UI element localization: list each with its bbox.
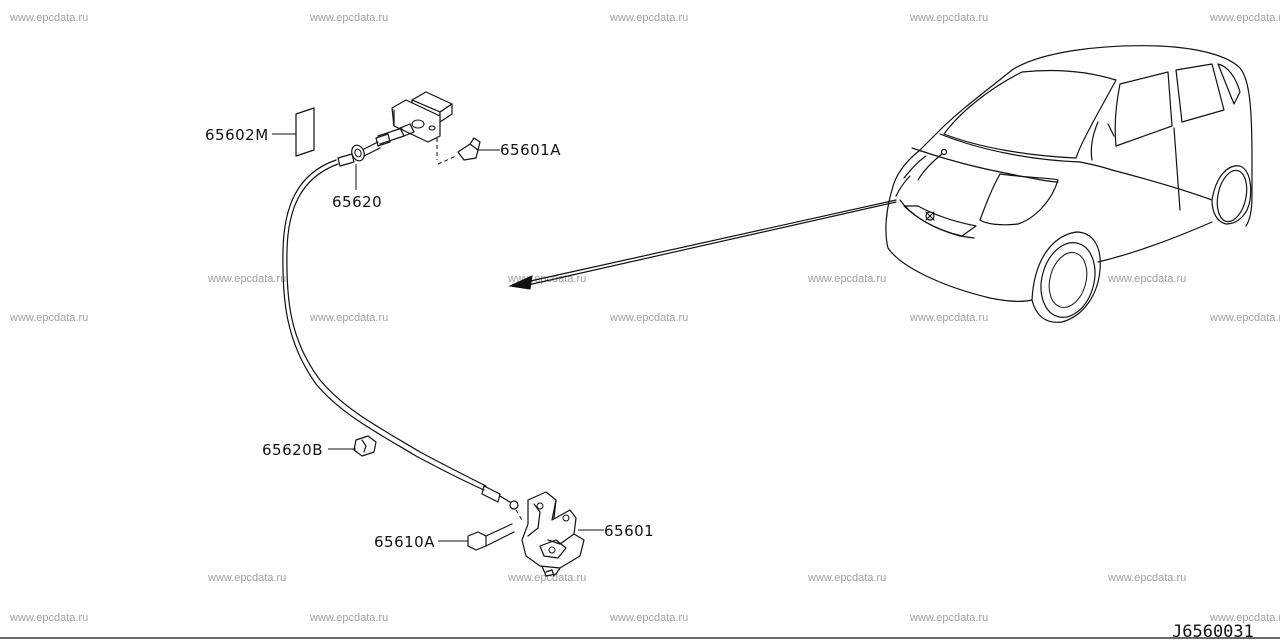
location-arrow (508, 199, 897, 290)
watermark: www.epcdata.ru (909, 312, 988, 324)
vehicle-outline (885, 45, 1253, 323)
watermark: www.epcdata.ru (909, 12, 988, 24)
watermark: www.epcdata.ru (309, 312, 388, 324)
watermark: www.epcdata.ru (807, 273, 886, 285)
cable-end-65620: 65620 (332, 141, 382, 211)
watermark: www.epcdata.ru (1107, 572, 1186, 584)
part-label-65620: 65620 (332, 193, 382, 211)
clamp-65620b: 65620B (262, 435, 377, 459)
part-label-65602m: 65602M (205, 126, 269, 144)
watermark: www.epcdata.ru (1209, 612, 1280, 624)
bolt-65610a: 65610A (374, 523, 515, 551)
watermark: www.epcdata.ru (909, 612, 988, 624)
watermark: www.epcdata.ru (309, 12, 388, 24)
hood-release-cable (282, 159, 523, 521)
watermark: www.epcdata.ru (609, 612, 688, 624)
watermark: www.epcdata.ru (1107, 273, 1186, 285)
diagram-code: J6560031 (1172, 622, 1254, 640)
watermark: www.epcdata.ru (9, 312, 88, 324)
watermark: www.epcdata.ru (309, 612, 388, 624)
watermark: www.epcdata.ru (1209, 312, 1280, 324)
watermark: www.epcdata.ru (507, 572, 586, 584)
part-label-65620b: 65620B (262, 441, 323, 459)
watermark: www.epcdata.ru (1209, 12, 1280, 24)
watermark: www.epcdata.ru (9, 612, 88, 624)
clip-65601a: 65601A (437, 137, 561, 165)
watermark: www.epcdata.ru (609, 12, 688, 24)
part-label-65601: 65601 (604, 522, 654, 540)
watermark: www.epcdata.ru (609, 312, 688, 324)
hood-lock-65601: 65601 (521, 491, 654, 577)
hood-release-handle (375, 91, 453, 160)
label-plate-65602m: 65602M (205, 107, 315, 157)
part-label-65601a: 65601A (500, 141, 561, 159)
watermark: www.epcdata.ru (207, 273, 286, 285)
watermark: www.epcdata.ru (807, 572, 886, 584)
part-label-65610a: 65610A (374, 533, 435, 551)
watermark: www.epcdata.ru (9, 12, 88, 24)
watermark: www.epcdata.ru (207, 572, 286, 584)
